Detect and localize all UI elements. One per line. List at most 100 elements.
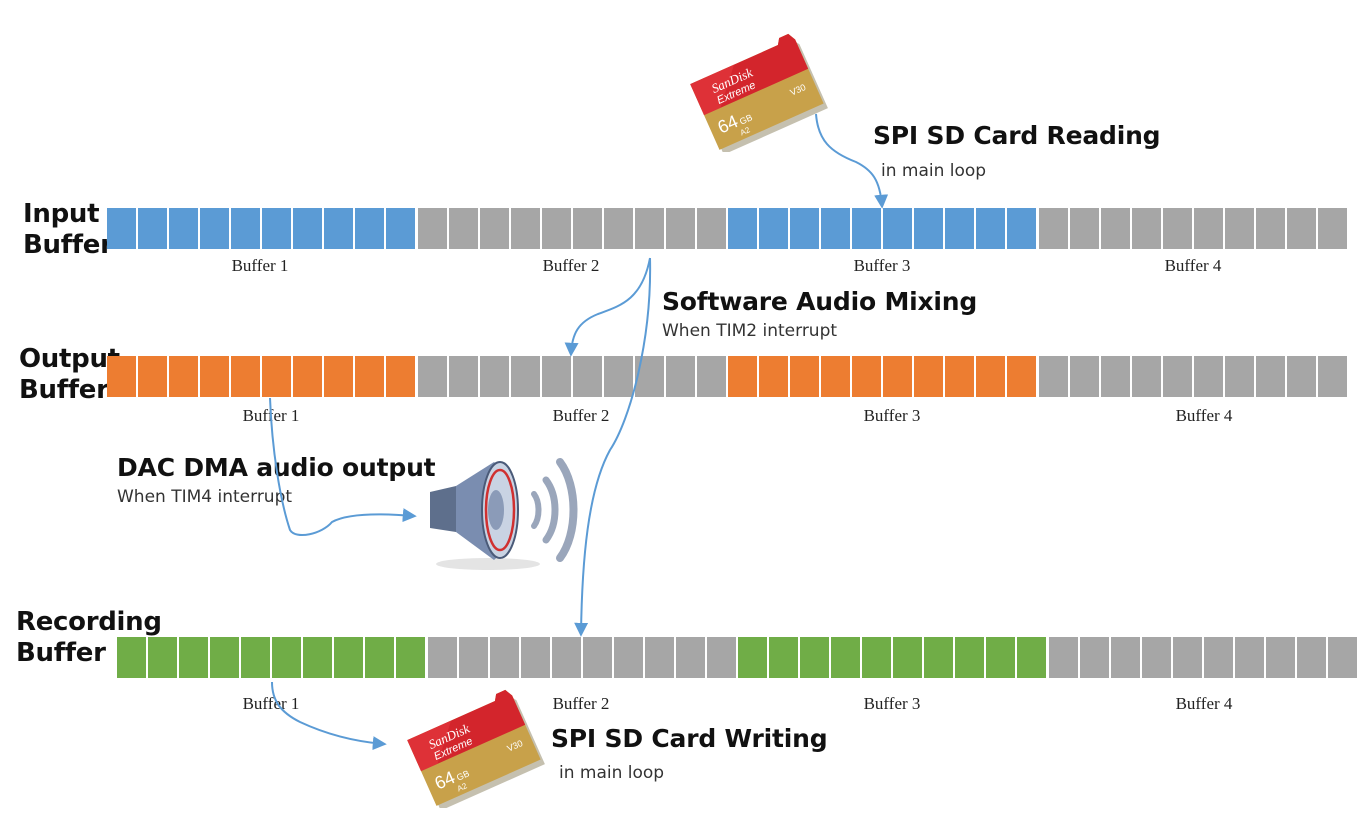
sd-card-top-icon: SanDisk Extreme 64 GB V30 A2	[690, 33, 828, 152]
input-buffer-4-cell	[1131, 208, 1163, 249]
input-buffer-3-cell	[1007, 208, 1039, 249]
output-buffer-4-cell	[1038, 356, 1070, 397]
recording-buffer-3-cell	[769, 637, 801, 678]
output-buffer-1-cell	[324, 356, 356, 397]
sd-write-title: SPI SD Card Writing	[551, 724, 828, 753]
recording-buffer-1-cell	[396, 637, 428, 678]
input-buffer-3-cell	[852, 208, 884, 249]
recording-buffer-4-cell	[1296, 637, 1328, 678]
input-buffer-2-cell	[665, 208, 697, 249]
input-buffer-1-cell	[262, 208, 294, 249]
input-buffer-1-cell	[169, 208, 201, 249]
sd-read-title: SPI SD Card Reading	[873, 121, 1161, 150]
input-buffer-2-cell	[696, 208, 728, 249]
input-buffer-1-cell	[107, 208, 139, 249]
recording-buffer-2-label: Buffer 2	[552, 694, 610, 713]
recording-buffer-4-cell	[1265, 637, 1297, 678]
input-buffer-2-cell	[572, 208, 604, 249]
output-buffer-2-cell	[572, 356, 604, 397]
recording-buffer-4-cell	[1048, 637, 1080, 678]
recording-buffer-1-cell	[241, 637, 273, 678]
input-buffer-2-cell	[541, 208, 573, 249]
output-buffer-4-cell	[1131, 356, 1163, 397]
recording-buffer-2-cell	[458, 637, 490, 678]
input-buffer-4-cell	[1317, 208, 1349, 249]
input-buffer-4-cell	[1224, 208, 1256, 249]
output-buffer-2-cell	[603, 356, 635, 397]
recording-buffer-1-cell	[210, 637, 242, 678]
input-buffer-2-cell	[417, 208, 449, 249]
recording-buffer-2-cell	[520, 637, 552, 678]
recording-buffer-3-cell	[955, 637, 987, 678]
input-buffer-4-cell	[1286, 208, 1318, 249]
output-buffer-3-cell	[759, 356, 791, 397]
recording-buffer-2-cell	[613, 637, 645, 678]
recording-buffer-2-cell	[551, 637, 583, 678]
sd-read-subtitle: in main loop	[881, 161, 987, 181]
recording-buffer-2-cell	[644, 637, 676, 678]
sd-card-bottom-icon: SanDisk Extreme 64 GB V30 A2	[407, 689, 545, 808]
recording-buffer-label-line2: Buffer	[16, 638, 106, 668]
input-buffer-label-line1: Input	[23, 199, 100, 229]
output-buffer-1-cell	[355, 356, 387, 397]
output-buffer-4-cell	[1255, 356, 1287, 397]
input-buffer-2-cell	[510, 208, 542, 249]
sd-bottom-unit: GB	[455, 768, 471, 782]
output-buffer-2-cell	[479, 356, 511, 397]
input-buffer-label: Input Buffer	[23, 199, 113, 261]
speaker-icon	[430, 458, 578, 570]
dac-arrow	[269, 397, 417, 537]
sd-read-arrow	[815, 113, 889, 209]
recording-buffer-1-cell	[117, 637, 149, 678]
output-buffer-4-cell	[1224, 356, 1256, 397]
recording-buffer-1-cell	[303, 637, 335, 678]
input-buffer-1-cell	[138, 208, 170, 249]
output-buffer-2-cell	[696, 356, 728, 397]
mixing-title: Software Audio Mixing	[662, 287, 978, 316]
input-buffer-1-cell	[355, 208, 387, 249]
input-buffer-2-label: Buffer 2	[542, 256, 600, 275]
recording-buffer-3-cell	[862, 637, 894, 678]
input-buffer-2-cell	[634, 208, 666, 249]
recording-buffer-3-cell	[924, 637, 956, 678]
input-buffer-3-cell	[759, 208, 791, 249]
output-buffer-bar	[107, 356, 1349, 397]
recording-buffer-2-cell	[706, 637, 738, 678]
input-buffer-1-cell	[200, 208, 232, 249]
input-buffer-3-cell	[883, 208, 915, 249]
output-buffer-3-cell	[821, 356, 853, 397]
output-buffer-1-cell	[231, 356, 263, 397]
output-buffer-3-cell	[1007, 356, 1039, 397]
recording-buffer-2-cell	[675, 637, 707, 678]
recording-buffer-3-cell	[800, 637, 832, 678]
input-buffer-4-label: Buffer 4	[1164, 256, 1222, 275]
recording-buffer-4-cell	[1172, 637, 1204, 678]
input-buffer-4-cell	[1162, 208, 1194, 249]
output-buffer-4-cell	[1317, 356, 1349, 397]
input-buffer-1-cell	[324, 208, 356, 249]
output-buffer-label-line1: Output	[19, 344, 120, 374]
input-buffer-3-label: Buffer 3	[853, 256, 911, 275]
output-buffer-1-cell	[293, 356, 325, 397]
output-buffer-2-cell	[417, 356, 449, 397]
recording-buffer-3-cell	[738, 637, 770, 678]
recording-buffer-4-cell	[1110, 637, 1142, 678]
output-buffer-1-cell	[386, 356, 418, 397]
input-buffer-3-cell	[821, 208, 853, 249]
input-buffer-1-label: Buffer 1	[231, 256, 289, 275]
recording-buffer-1-cell	[334, 637, 366, 678]
recording-buffer-3-cell	[893, 637, 925, 678]
sd-top-a2: A2	[739, 125, 752, 137]
recording-buffer-1-cell	[365, 637, 397, 678]
output-buffer-3-cell	[728, 356, 760, 397]
output-buffer-3-cell	[945, 356, 977, 397]
recording-buffer-label-line1: Recording	[16, 607, 162, 637]
recording-buffer-1-cell	[272, 637, 304, 678]
recording-buffer-3-cell	[986, 637, 1018, 678]
output-buffer-1-cell	[169, 356, 201, 397]
input-buffer-1-cell	[386, 208, 418, 249]
output-buffer-2-cell	[510, 356, 542, 397]
output-buffer-3-cell	[852, 356, 884, 397]
recording-buffer-bar	[117, 637, 1359, 678]
input-buffer-2-cell	[448, 208, 480, 249]
